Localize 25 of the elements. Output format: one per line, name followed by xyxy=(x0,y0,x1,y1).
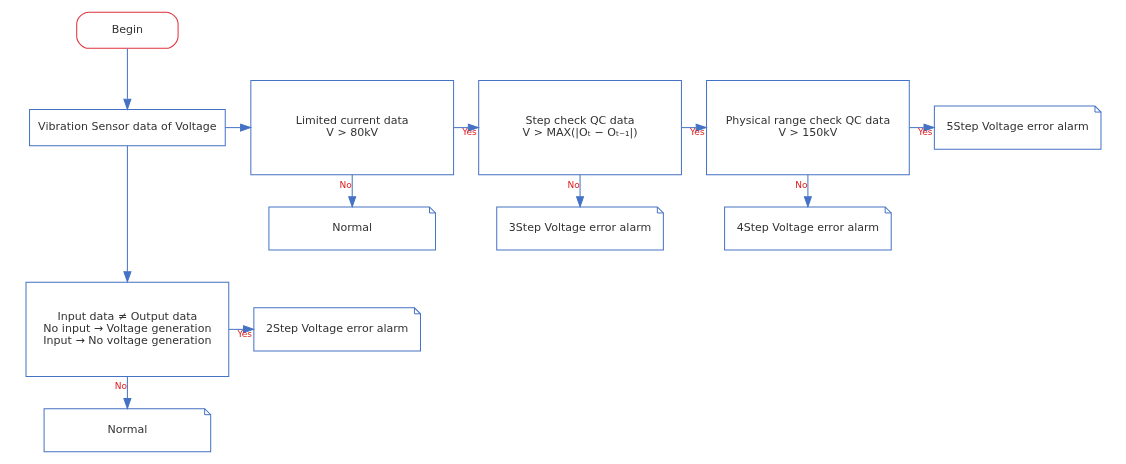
arrow xyxy=(452,123,479,132)
edge-label: No xyxy=(114,381,127,392)
edge-label: Yes xyxy=(461,126,477,137)
arrow xyxy=(228,325,254,334)
arrow xyxy=(908,123,934,132)
arrow xyxy=(803,174,812,208)
edge-label: No xyxy=(339,179,352,190)
edge-label: Yes xyxy=(689,126,705,137)
node-box: Begin xyxy=(75,11,179,49)
edge-label: Yes xyxy=(236,328,252,339)
edge-label: Yes xyxy=(917,126,933,137)
arrow xyxy=(575,174,584,208)
node-box: Limited current data V > 80kV xyxy=(249,79,454,176)
arrow xyxy=(122,145,131,283)
node-box: Input data ≠ Output data No input → Voltage generation Input → No voltage generation xyxy=(25,281,229,378)
edge-label: No xyxy=(566,179,580,190)
node-box: Vibration Sensor data of Voltage xyxy=(28,109,226,147)
arrow xyxy=(122,48,131,110)
arrow xyxy=(347,174,356,208)
arrow xyxy=(122,376,131,409)
arrow xyxy=(680,123,707,132)
node-box: Step check QC data V > MAX(|Oₜ − Oₜ₋₁|) xyxy=(477,79,682,176)
edge-label: No xyxy=(794,179,808,190)
node-box: Physical range check QC data V > 150kV xyxy=(705,79,910,176)
arrow xyxy=(224,123,251,132)
